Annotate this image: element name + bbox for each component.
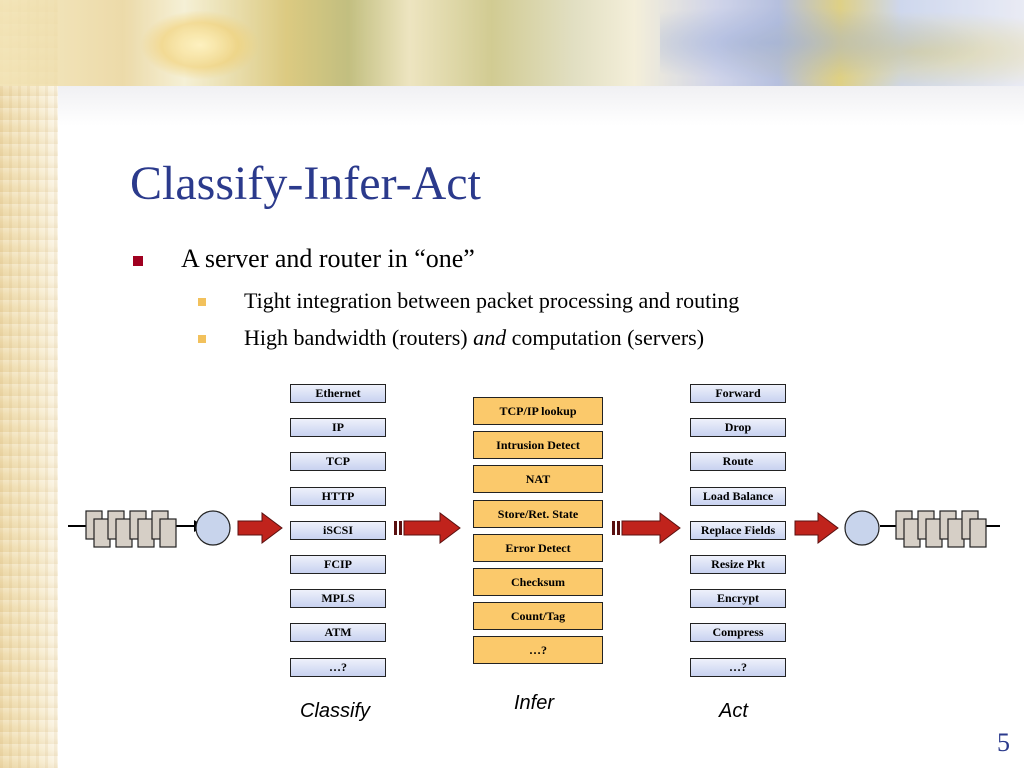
arrow-to-act (612, 512, 681, 544)
square-bullet-icon (198, 298, 206, 306)
slide-title: Classify-Infer-Act (130, 157, 481, 210)
sub-bullet-text: Tight integration between packet process… (244, 288, 740, 313)
banner-shadow (58, 86, 1024, 126)
input-node (195, 510, 231, 546)
square-bullet-icon (133, 256, 143, 266)
infer-box: TCP/IP lookup (473, 397, 603, 425)
act-box: Load Balance (690, 486, 786, 506)
classify-box: iSCSI (290, 520, 386, 540)
infer-box: …? (473, 636, 603, 665)
left-decorative-strip (0, 0, 58, 768)
act-box: Compress (690, 623, 786, 643)
infer-label: Infer (514, 692, 555, 714)
act-box: Replace Fields (690, 520, 786, 540)
square-bullet-icon (198, 335, 206, 343)
act-box: Drop (690, 418, 786, 438)
bullet-text: A server and router in “one” (181, 244, 475, 273)
classify-box: FCIP (290, 555, 386, 574)
infer-box: Intrusion Detect (473, 431, 603, 460)
output-node (844, 510, 880, 546)
classify-box: Ethernet (290, 384, 386, 403)
classify-box: MPLS (290, 589, 386, 609)
classify-box: …? (290, 657, 386, 677)
infer-box: NAT (473, 465, 603, 494)
classify-box: ATM (290, 623, 386, 643)
act-box: Encrypt (690, 589, 786, 609)
infer-box: Error Detect (473, 533, 603, 562)
act-box: Route (690, 452, 786, 472)
packet-block (159, 518, 177, 548)
arrow-to-output (794, 512, 839, 544)
top-decorative-banner (0, 0, 1024, 86)
infer-box: Count/Tag (473, 602, 603, 631)
packet-block (969, 518, 987, 548)
infer-box: Store/Ret. State (473, 499, 603, 528)
classify-box: TCP (290, 452, 386, 472)
arrow-to-infer (394, 512, 461, 544)
infer-box: Checksum (473, 568, 603, 596)
input-packets (85, 510, 177, 548)
act-box: Resize Pkt (690, 555, 786, 574)
classify-box: IP (290, 418, 386, 438)
sub-bullet-text: High bandwidth (routers) and computation… (244, 325, 705, 350)
act-label: Act (719, 700, 748, 722)
act-box: …? (690, 657, 786, 677)
arrow-to-classify (237, 512, 283, 544)
classify-label: Classify (300, 700, 371, 722)
output-packets (895, 510, 987, 548)
classify-box: HTTP (290, 486, 386, 506)
act-box: Forward (690, 384, 786, 403)
page-number: 5 (997, 728, 1010, 757)
